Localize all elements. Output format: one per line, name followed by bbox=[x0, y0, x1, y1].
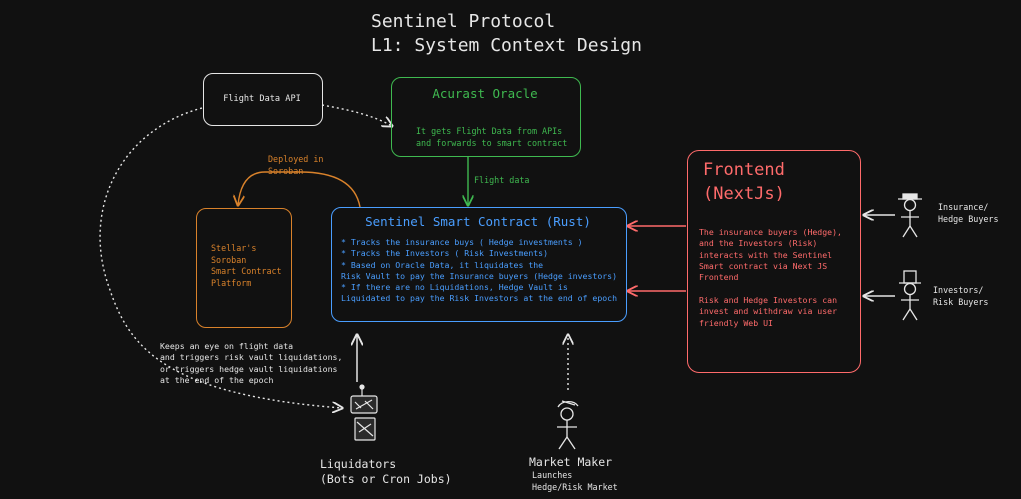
frontend-title-line-1: Frontend bbox=[703, 160, 785, 180]
frontend-nextjs-box: Frontend (NextJs) The insurance buyers (… bbox=[687, 150, 861, 373]
hedge-buyers-label: Insurance/ Hedge Buyers bbox=[938, 202, 999, 224]
sentinel-smart-contract-box: Sentinel Smart Contract (Rust) * Tracks … bbox=[331, 207, 627, 322]
risk-buyers-label: Investors/ Risk Buyers bbox=[933, 285, 989, 307]
diagram-title: Sentinel Protocol L1: System Context Des… bbox=[371, 10, 642, 58]
contract-description: * Tracks the insurance buys ( Hedge inve… bbox=[341, 237, 618, 304]
api-to-liquidators-arrow bbox=[99, 107, 342, 408]
acurast-oracle-box: Acurast Oracle It gets Flight Data from … bbox=[391, 77, 581, 157]
contract-to-stellar-arrow bbox=[238, 171, 361, 208]
title-line-2: L1: System Context Design bbox=[371, 35, 642, 56]
title-line-1: Sentinel Protocol bbox=[371, 11, 556, 32]
market-maker-description: Launches Hedge/Risk Market bbox=[532, 470, 618, 492]
stellar-soroban-box: Stellar's Soroban Smart Contract Platfor… bbox=[196, 208, 292, 328]
oracle-description: It gets Flight Data from APIs and forwar… bbox=[416, 126, 568, 148]
api-to-oracle-arrow bbox=[321, 104, 392, 126]
frontend-description-1: The insurance buyers (Hedge), and the In… bbox=[699, 227, 842, 283]
flight-data-api-box: Flight Data API bbox=[203, 73, 323, 126]
liquidators-note: Keeps an eye on flight data and triggers… bbox=[160, 341, 343, 385]
frontend-description-2: Risk and Hedge Investors can invest and … bbox=[699, 295, 838, 328]
stellar-label: Stellar's Soroban Smart Contract Platfor… bbox=[211, 243, 282, 288]
market-maker-title: Market Maker bbox=[529, 455, 613, 469]
contract-title: Sentinel Smart Contract (Rust) bbox=[365, 214, 591, 229]
flight-data-label: Flight data bbox=[474, 175, 530, 185]
deployed-in-soroban-label: Deployed in Soroban bbox=[268, 154, 324, 176]
frontend-title-line-2: (NextJs) bbox=[703, 184, 785, 204]
liquidator-bot-icon bbox=[350, 384, 378, 441]
liquidators-title: Liquidators (Bots or Cron Jobs) bbox=[320, 457, 452, 486]
flight-data-api-label: Flight Data API bbox=[223, 94, 301, 104]
hedge-buyer-figure bbox=[898, 193, 922, 238]
risk-buyer-figure bbox=[899, 270, 921, 321]
market-maker-figure bbox=[557, 400, 579, 450]
oracle-title: Acurast Oracle bbox=[432, 86, 538, 101]
